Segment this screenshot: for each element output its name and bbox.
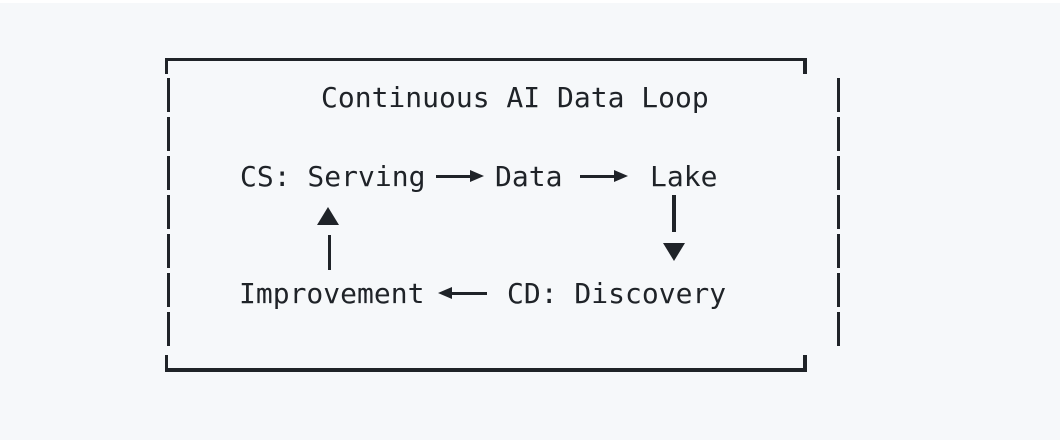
box-border-right (836, 78, 840, 346)
box-corner-bottom-left (164, 355, 168, 372)
box-corner-top-right (803, 57, 807, 74)
diagram-title: Continuous AI Data Loop (321, 81, 709, 114)
arrowhead-right-icon (614, 170, 628, 182)
arrow-line (327, 235, 331, 270)
node-cs-serving: CS: Serving (240, 160, 426, 193)
box-corner-top-left (164, 57, 168, 74)
arrow-line (436, 174, 472, 178)
arrow-line (580, 174, 616, 178)
arrowhead-up-icon (317, 207, 339, 225)
box-border-top (164, 57, 807, 61)
box-border-left (166, 78, 170, 346)
box-corner-bottom-right (803, 355, 807, 372)
arrowhead-right-icon (470, 170, 484, 182)
arrowhead-left-icon (438, 287, 452, 299)
box-border-bottom (164, 368, 807, 372)
node-improvement: Improvement (239, 277, 425, 310)
node-data: Data (495, 160, 563, 193)
page-top-edge (0, 0, 1060, 3)
node-cd-discovery: CD: Discovery (507, 277, 727, 310)
arrow-line (672, 195, 676, 232)
arrowhead-down-icon (663, 243, 685, 261)
node-lake: Lake (650, 160, 718, 193)
arrow-line (450, 291, 487, 295)
